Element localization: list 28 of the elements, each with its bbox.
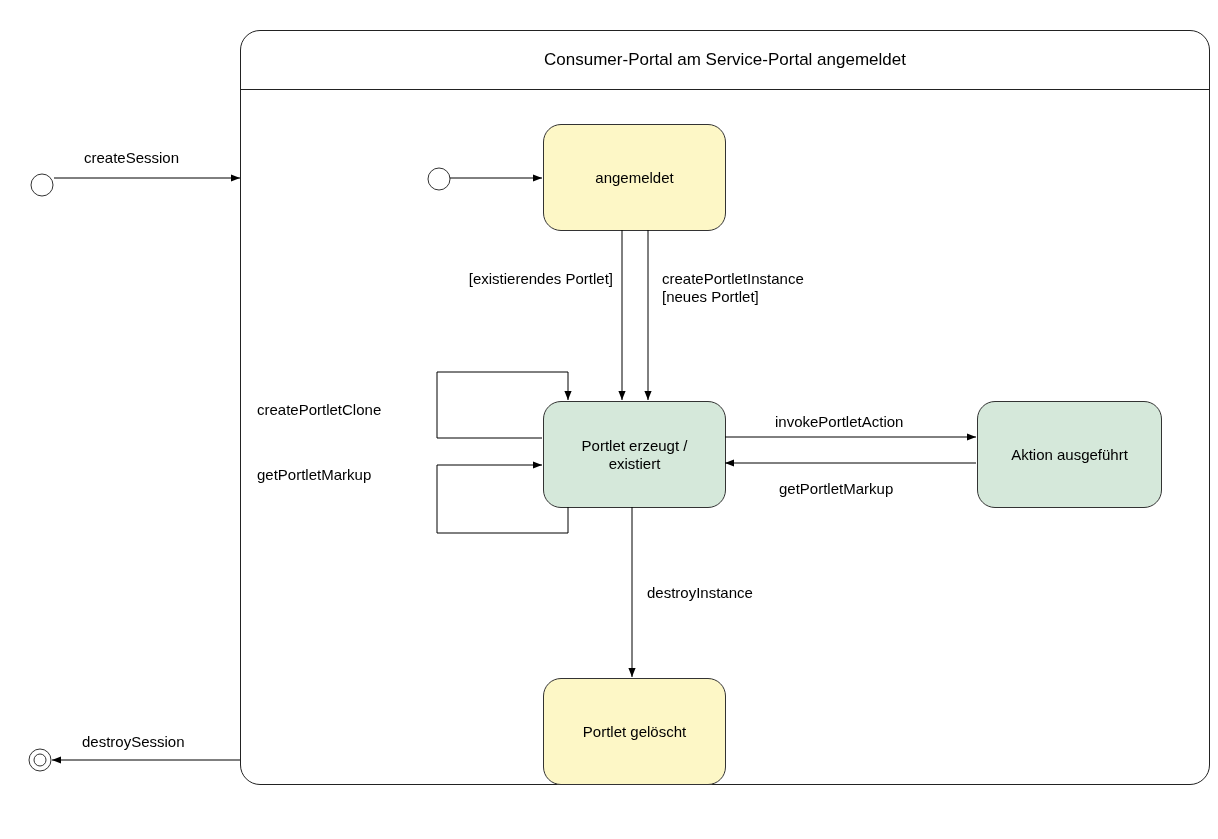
arrow (53, 174, 241, 182)
state-box (977, 401, 1162, 508)
state-box (543, 678, 726, 785)
edge-label: getPortletMarkup (255, 466, 374, 484)
arrow (436, 461, 569, 534)
edge-label: getPortletMarkup (777, 480, 896, 498)
arrow (628, 506, 636, 678)
arrow (644, 229, 652, 401)
state-name: Portlet erzeugt / existiert (580, 436, 689, 473)
state-name: angemeldet (595, 168, 674, 187)
state-title: Consumer-Portal am Service-Portal angemeldet (241, 31, 1209, 90)
composite-state-box (240, 30, 1210, 785)
edge-label: destroyInstance (645, 584, 755, 602)
state-box (543, 124, 726, 231)
arrow (724, 459, 977, 467)
arrow (618, 229, 626, 401)
arrow (449, 174, 543, 182)
arrow (724, 433, 977, 441)
state-box (543, 401, 726, 508)
state-name: Aktion ausgeführt (1011, 445, 1128, 464)
edge-label: [existierendes Portlet] (466, 270, 615, 288)
state-name: Portlet gelöscht (582, 722, 687, 741)
edge-label: destroySession (80, 733, 187, 751)
final-state-circle (28, 748, 52, 772)
initial-state-circle (427, 167, 451, 191)
arrow (436, 371, 572, 439)
arrow (51, 756, 241, 764)
initial-state-circle (30, 173, 54, 197)
